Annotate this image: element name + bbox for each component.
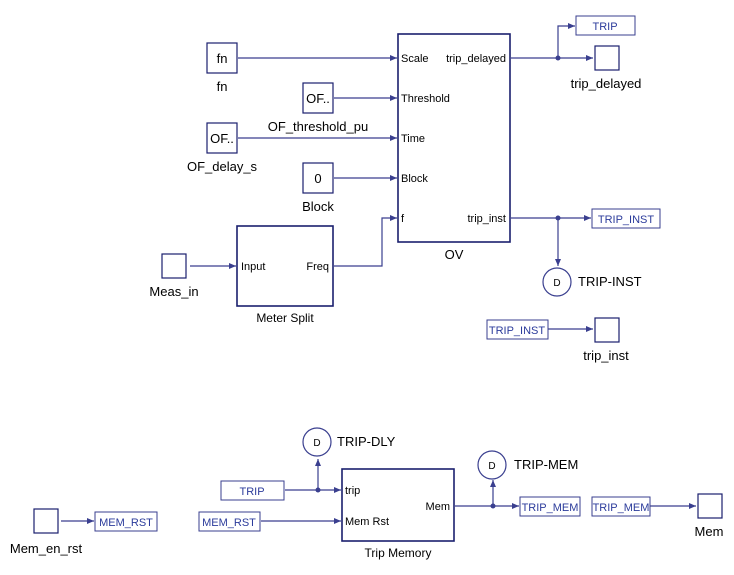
- threshold-block[interactable]: OF.. OF_threshold_pu: [268, 82, 368, 134]
- trip-goto-tag[interactable]: TRIP: [575, 15, 636, 36]
- trip-memory-port-mem: Mem: [426, 501, 450, 513]
- block-const-value: 0: [314, 171, 321, 186]
- trip-mem-from-tag[interactable]: TRIP_MEM: [591, 496, 651, 517]
- mem-en-rst-label: Mem_en_rst: [10, 541, 83, 556]
- trip-dly-scope-label: TRIP-DLY: [337, 434, 396, 449]
- fn-block[interactable]: fn fn: [206, 42, 238, 94]
- mem-rst-goto-text: MEM_RST: [99, 517, 153, 529]
- ov-port-threshold: Threshold: [401, 93, 450, 105]
- trip-mem-goto-tag[interactable]: TRIP_MEM: [519, 496, 581, 517]
- trip-memory-port-trip: trip: [345, 485, 360, 497]
- trip-inst-port[interactable]: trip_inst: [583, 317, 629, 363]
- delay-block-value: OF..: [210, 131, 234, 146]
- trip-mem-scope-icon: D: [488, 461, 495, 472]
- meter-split-label: Meter Split: [256, 311, 314, 325]
- trip-inst-scope-label: TRIP-INST: [578, 274, 642, 289]
- mem-out-label: Mem: [695, 524, 724, 539]
- trip-delayed-label: trip_delayed: [571, 76, 642, 91]
- trip-inst-goto-text: TRIP_INST: [598, 214, 655, 226]
- trip-inst-label: trip_inst: [583, 348, 629, 363]
- wires: [61, 23, 696, 524]
- trip-dly-scope-icon: D: [313, 438, 320, 449]
- trip-inst-goto-tag[interactable]: TRIP_INST: [591, 208, 661, 229]
- mem-out-port[interactable]: Mem: [695, 493, 724, 539]
- meter-split-port-input: Input: [241, 261, 265, 273]
- mem-rst-goto-tag[interactable]: MEM_RST: [94, 511, 158, 532]
- trip-inst-from-tag[interactable]: TRIP_INST: [486, 319, 549, 340]
- trip-inst-from-text: TRIP_INST: [489, 325, 546, 337]
- ov-block[interactable]: Scale Threshold Time Block f trip_delaye…: [397, 33, 511, 262]
- ov-label: OV: [445, 247, 464, 262]
- mem-rst-from-text: MEM_RST: [202, 517, 256, 529]
- trip-mem-scope-label: TRIP-MEM: [514, 457, 578, 472]
- meas-in-label: Meas_in: [149, 284, 198, 299]
- meter-split-block[interactable]: Input Freq Meter Split: [236, 225, 334, 325]
- ov-port-block: Block: [401, 173, 428, 185]
- ov-port-trip-delayed: trip_delayed: [446, 53, 506, 65]
- fn-block-value: fn: [217, 51, 228, 66]
- meas-in-port[interactable]: Meas_in: [149, 253, 199, 299]
- trip-memory-port-mem-rst: Mem Rst: [345, 516, 389, 528]
- threshold-block-value: OF..: [306, 91, 330, 106]
- delay-block-label: OF_delay_s: [187, 159, 258, 174]
- trip-mem-goto-text: TRIP_MEM: [522, 502, 579, 514]
- ov-port-trip-inst: trip_inst: [467, 213, 506, 225]
- ov-port-scale: Scale: [401, 53, 429, 65]
- ov-port-time: Time: [401, 133, 425, 145]
- threshold-block-label: OF_threshold_pu: [268, 119, 368, 134]
- trip-goto-text: TRIP: [592, 21, 617, 33]
- fn-block-label: fn: [217, 79, 228, 94]
- mem-rst-from-tag[interactable]: MEM_RST: [198, 511, 261, 532]
- trip-delayed-port[interactable]: trip_delayed: [571, 45, 642, 91]
- trip-from-text: TRIP: [239, 486, 264, 498]
- ov-port-f: f: [401, 213, 405, 225]
- trip-inst-scope[interactable]: D TRIP-INST: [542, 267, 642, 297]
- block-const[interactable]: 0 Block: [302, 162, 334, 214]
- mem-en-rst-port[interactable]: Mem_en_rst: [10, 508, 83, 556]
- trip-inst-scope-icon: D: [553, 278, 560, 289]
- trip-mem-scope[interactable]: D TRIP-MEM: [477, 450, 578, 480]
- meter-split-port-freq: Freq: [306, 261, 329, 273]
- trip-dly-scope[interactable]: D TRIP-DLY: [302, 427, 396, 457]
- delay-block[interactable]: OF.. OF_delay_s: [187, 122, 258, 174]
- trip-from-tag[interactable]: TRIP: [220, 480, 285, 501]
- trip-memory-label: Trip Memory: [365, 546, 432, 560]
- junction-dots: [315, 55, 561, 509]
- trip-mem-from-text: TRIP_MEM: [593, 502, 650, 514]
- trip-memory-block[interactable]: trip Mem Rst Mem Trip Memory: [341, 468, 455, 560]
- block-const-label: Block: [302, 199, 334, 214]
